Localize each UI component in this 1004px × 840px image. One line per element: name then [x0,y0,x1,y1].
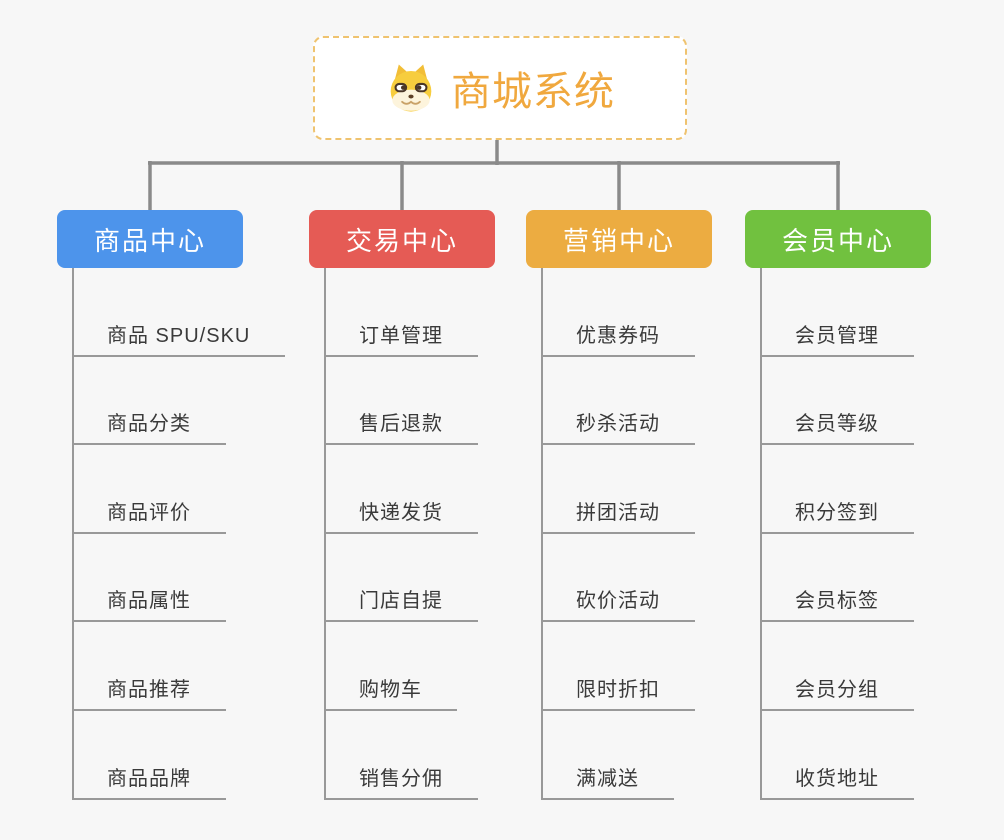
leaf-row: 商品 SPU/SKU [72,268,286,357]
leaf-topic[interactable]: 会员管理 [760,319,914,357]
branch-node[interactable]: 商品中心 [57,210,243,268]
leaf-row: 销售分佣 [324,711,478,800]
leaf-row: 售后退款 [324,357,478,446]
leaf-row: 优惠券码 [541,268,695,357]
leaf-row: 商品属性 [72,534,285,623]
root-node[interactable]: 商城系统 [313,36,687,140]
leaf-topic[interactable]: 会员标签 [760,584,914,623]
branch-leaves: 订单管理 售后退款 快递发货 门店自提 购物车 销售分佣 [324,268,478,800]
leaf-topic[interactable]: 快递发货 [324,496,478,534]
branch-node[interactable]: 营销中心 [526,210,712,268]
branch-leaves: 会员管理 会员等级 积分签到 会员标签 会员分组 收货地址 [760,268,914,800]
leaf-topic[interactable]: 满减送 [541,762,674,800]
branch-trunk-line [324,268,326,800]
leaf-row: 购物车 [324,622,478,711]
leaf-row: 商品品牌 [72,711,285,800]
leaf-topic[interactable]: 售后退款 [324,407,478,446]
leaf-row: 满减送 [541,711,695,800]
leaf-topic[interactable]: 砍价活动 [541,584,695,623]
leaf-topic[interactable]: 秒杀活动 [541,407,695,446]
leaf-topic[interactable]: 商品 SPU/SKU [72,319,286,357]
branch-node[interactable]: 交易中心 [309,210,495,268]
leaf-row: 快递发货 [324,445,478,534]
leaf-row: 会员分组 [760,622,914,711]
leaf-topic[interactable]: 订单管理 [324,319,478,357]
leaf-topic[interactable]: 会员分组 [760,673,914,711]
branch-label: 交易中心 [345,225,458,256]
leaf-row: 会员管理 [760,268,914,357]
leaf-row: 订单管理 [324,268,478,357]
branch-trunk-line [72,268,74,800]
leaf-topic[interactable]: 限时折扣 [541,673,695,711]
branch-1: 商品中心 商品 SPU/SKU 商品分类 商品评价 商品属性 商品推荐 商品品牌 [57,210,286,800]
leaf-topic[interactable]: 优惠券码 [541,319,695,357]
leaf-row: 秒杀活动 [541,357,695,446]
branch-label: 营销中心 [562,225,675,256]
leaf-row: 会员等级 [760,357,914,446]
leaf-row: 门店自提 [324,534,478,623]
branch-trunk-line [760,268,762,800]
leaf-topic[interactable]: 积分签到 [760,496,914,534]
leaf-row: 积分签到 [760,445,914,534]
leaf-row: 砍价活动 [541,534,695,623]
leaf-topic[interactable]: 拼团活动 [541,496,695,534]
branch-trunk-line [541,268,543,800]
leaf-topic[interactable]: 销售分佣 [324,762,478,800]
root-title: 商城系统 [451,70,615,114]
branch-leaves: 优惠券码 秒杀活动 拼团活动 砍价活动 限时折扣 满减送 [541,268,695,800]
leaf-row: 限时折扣 [541,622,695,711]
doge-icon [390,64,432,112]
leaf-row: 商品评价 [72,445,285,534]
leaf-topic[interactable]: 门店自提 [324,584,478,623]
branch-label: 会员中心 [781,225,894,256]
leaf-topic[interactable]: 购物车 [324,673,457,711]
branch-node[interactable]: 会员中心 [745,210,931,268]
leaf-topic[interactable]: 商品分类 [72,407,226,446]
branch-label: 商品中心 [93,225,206,256]
leaf-topic[interactable]: 收货地址 [760,762,914,800]
leaf-row: 会员标签 [760,534,914,623]
leaf-topic[interactable]: 商品评价 [72,496,226,534]
branch-3: 营销中心 优惠券码 秒杀活动 拼团活动 砍价活动 限时折扣 满减送 [526,210,712,800]
leaf-row: 拼团活动 [541,445,695,534]
leaf-row: 收货地址 [760,711,914,800]
leaf-row: 商品推荐 [72,622,285,711]
branch-2: 交易中心 订单管理 售后退款 快递发货 门店自提 购物车 销售分佣 [309,210,495,800]
leaf-topic[interactable]: 商品品牌 [72,762,226,800]
leaf-row: 商品分类 [72,357,285,446]
branch-4: 会员中心 会员管理 会员等级 积分签到 会员标签 会员分组 收货地址 [745,210,931,800]
leaf-topic[interactable]: 商品推荐 [72,673,226,711]
leaf-topic[interactable]: 会员等级 [760,407,914,446]
leaf-topic[interactable]: 商品属性 [72,584,226,623]
branch-leaves: 商品 SPU/SKU 商品分类 商品评价 商品属性 商品推荐 商品品牌 [72,268,286,800]
